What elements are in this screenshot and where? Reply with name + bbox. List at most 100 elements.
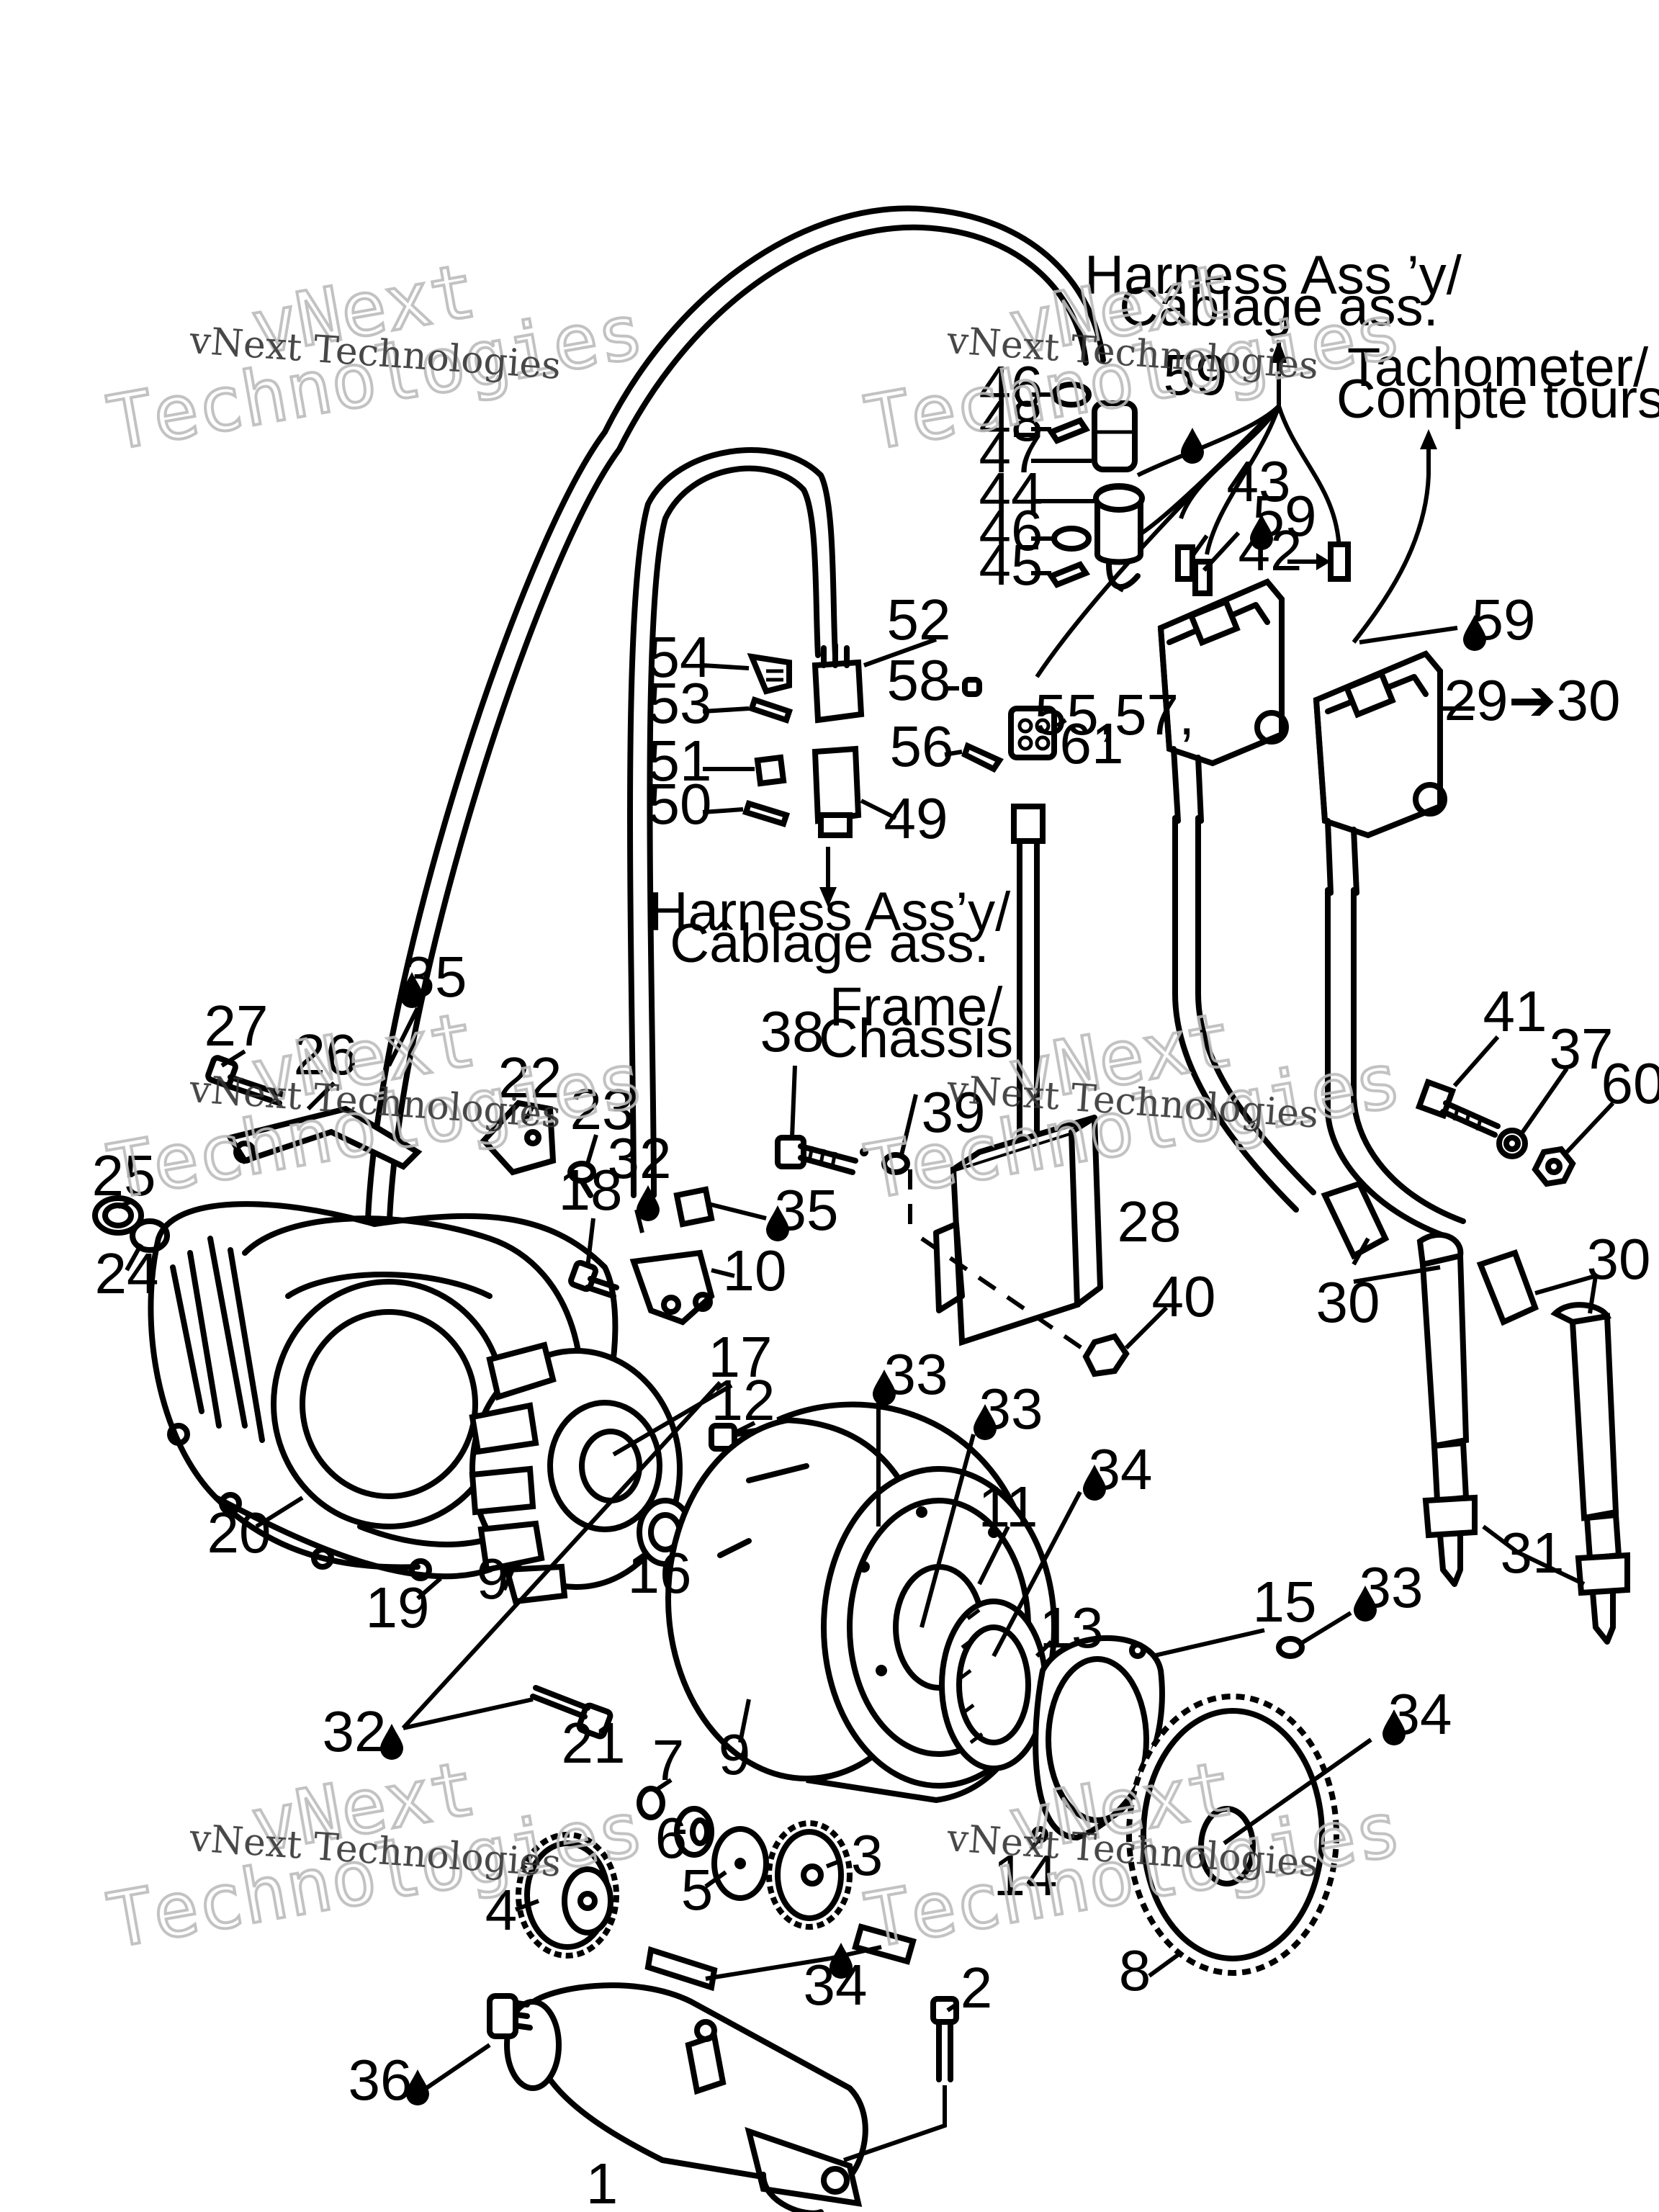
star-washer-37 (1496, 1128, 1528, 1159)
part-number-labels: 1 2 3 4 5 6 7 8 9 9 10 11 12 13 14 15 16… (92, 343, 1659, 2212)
label-part: 38 (760, 999, 824, 1064)
ignition-coil-right (1313, 650, 1447, 896)
label-part: 41 (1483, 979, 1547, 1043)
label-part: 13 (1040, 1596, 1104, 1660)
label-part: 34 (804, 1953, 868, 2017)
label-part: 2 (961, 1956, 993, 2020)
washer-15 (1276, 1636, 1305, 1659)
stator-9 (469, 1341, 683, 1605)
label-part: 61 (1060, 711, 1124, 775)
label-part: 28 (1118, 1190, 1182, 1254)
label-part: 11 (978, 1475, 1038, 1539)
plug-58 (962, 677, 982, 697)
sensor-cable (627, 447, 838, 1198)
main-harness-cable (364, 205, 1106, 1253)
bolt-21 (530, 1685, 613, 1740)
ht-lead-right (1325, 887, 1466, 1241)
label-part: 3 (851, 1823, 884, 1887)
label-part: 37 (1550, 1017, 1614, 1081)
label-part: 17 (709, 1325, 773, 1389)
label-part: 53 (648, 671, 712, 735)
label-part: 32 (608, 1126, 672, 1190)
connector-housing-47 (1092, 400, 1138, 472)
label-part: 30 (1587, 1227, 1651, 1291)
label-part: 45 (979, 533, 1043, 597)
label-part: 8 (1119, 1938, 1151, 2002)
mount-dashed-lines (908, 1169, 1087, 1353)
label-part: 50 (648, 772, 712, 836)
label-part: 9 (719, 1722, 751, 1786)
bolt-2-leader (843, 2085, 947, 2162)
ht-lead-left (1172, 815, 1316, 1213)
washer-39 (860, 1148, 910, 1175)
label-part: 60 (1601, 1051, 1659, 1115)
label-part: 31 (1501, 1521, 1565, 1585)
label-part: 1 (586, 2152, 619, 2212)
sensor-bracket-10 (629, 1186, 715, 1326)
label-part: 51 (648, 729, 712, 793)
terminal-42 (1328, 541, 1351, 582)
label-part: 34 (1388, 1682, 1452, 1746)
connector-52 (811, 642, 865, 724)
caption-frame-line1: Frame/ (830, 976, 1004, 1038)
label-part: 32 (323, 1699, 387, 1763)
label-part: 18 (559, 1158, 623, 1222)
idler-gear-3 (766, 1820, 853, 1930)
label-part: 33 (884, 1342, 948, 1406)
caption-harness-mid-line1: Harness Ass’y/ (649, 881, 1011, 943)
terminal-45 (1046, 561, 1091, 588)
spark-plug-left (1422, 1439, 1478, 1587)
plug-cap-30-right (1476, 1249, 1619, 1521)
terminal-56 (961, 742, 1004, 773)
ignition-coil-left (1157, 578, 1289, 824)
caption-tachometer-line1: Tachometer/ (1347, 337, 1649, 398)
label-part: 56 (890, 714, 954, 778)
washer-5 (711, 1826, 769, 1901)
terminal-lock-54 (747, 652, 792, 695)
plug-25 (92, 1195, 144, 1236)
caption-tachometer-line2: Compte tours (1336, 369, 1659, 430)
label-part: 35 (403, 945, 467, 1009)
starter-motor-1 (487, 1982, 868, 2212)
terminal-48 (1046, 417, 1091, 444)
label-part: 33 (979, 1377, 1043, 1441)
terminal-53 (747, 696, 793, 724)
leader-lines (117, 392, 1615, 2090)
caption-harness-top-line1: Harness Ass ’y/ (1084, 245, 1462, 306)
label-part: 15 (1253, 1570, 1317, 1634)
starter-gear-4 (516, 1832, 619, 1959)
label-part: 26 (294, 1022, 358, 1087)
label-part: 36 (349, 2048, 413, 2112)
caption-harness-mid-line2: Câblage ass. (670, 913, 989, 974)
arrow-harness-mid (819, 847, 837, 907)
caption-tachometer: Tachometer/ Compte tours (1336, 337, 1659, 430)
label-part: 24 (95, 1241, 159, 1305)
label-part: 44 (979, 461, 1043, 525)
label-part: 12 (711, 1368, 775, 1432)
label-part: 10 (723, 1238, 787, 1303)
label-part: 4 (485, 1878, 518, 1942)
label-part: 55,57, (1035, 683, 1195, 747)
label-part: 22 (498, 1046, 562, 1110)
label-part: 39 (922, 1080, 986, 1144)
label-part: 25 (92, 1143, 156, 1208)
label-part: 47 (979, 421, 1043, 485)
label-part: 20 (207, 1501, 271, 1565)
label-part: 33 (1359, 1555, 1424, 1619)
label-part: 42 (1238, 518, 1303, 583)
spark-plug-right (1575, 1511, 1630, 1645)
label-part: 16 (628, 1541, 692, 1605)
tachometer-lead (1352, 429, 1437, 644)
shaft-34 (644, 1923, 917, 1992)
bolt-41 (1415, 1078, 1501, 1138)
bolt-2 (930, 1996, 959, 2082)
sprag-clutch-13 (939, 1599, 1048, 1771)
bracket-22 (480, 1100, 557, 1176)
label-part: 34 (1089, 1437, 1153, 1501)
label-part: 23 (570, 1077, 634, 1141)
connector-49 (811, 745, 862, 838)
label-part: 29➔30 (1444, 668, 1621, 732)
label-part: 40 (1152, 1264, 1216, 1328)
terminal-50 (742, 800, 791, 827)
